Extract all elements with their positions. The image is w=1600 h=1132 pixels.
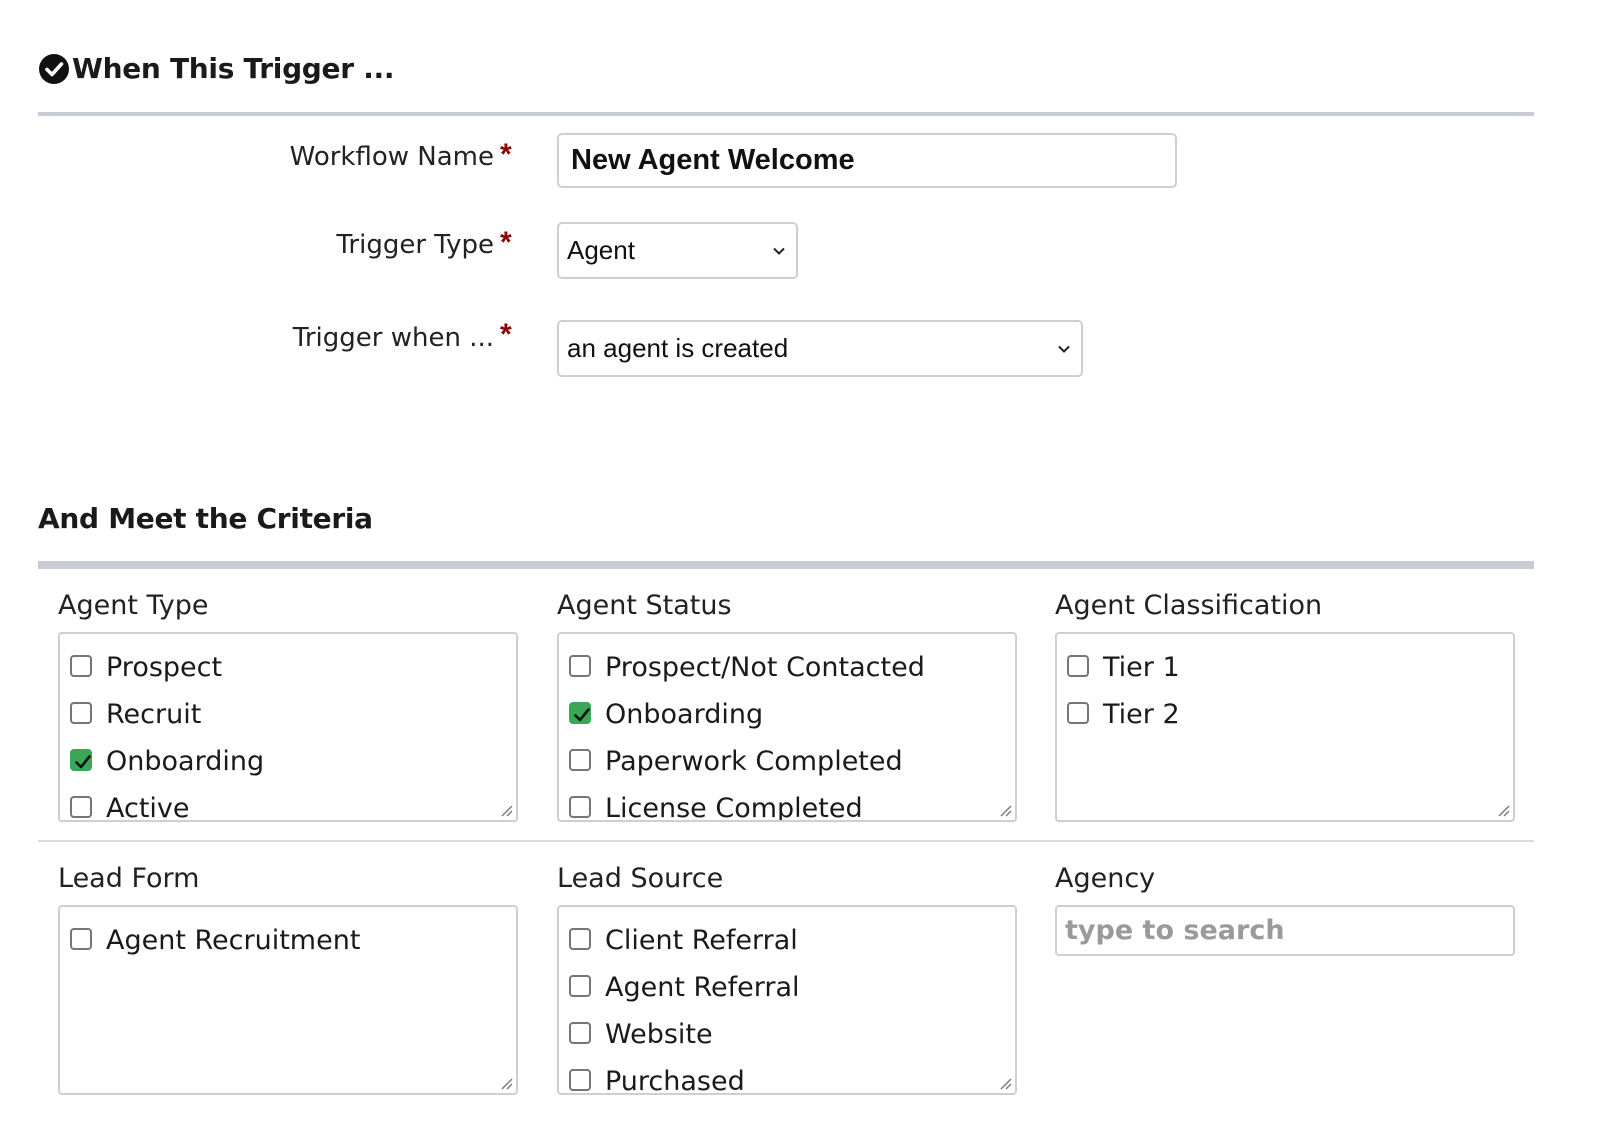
checkbox[interactable] xyxy=(569,795,591,818)
option-label: Onboarding xyxy=(106,746,265,777)
trigger-section-title-text: When This Trigger ... xyxy=(72,52,395,85)
trigger-type-label: Trigger Type xyxy=(336,230,494,260)
option-label: License Completed xyxy=(605,793,863,822)
option-label: Agent Recruitment xyxy=(106,925,361,956)
lead-form-listbox[interactable]: Agent Recruitment xyxy=(58,905,518,1095)
workflow-name-value: New Agent Welcome xyxy=(571,144,855,176)
required-marker: * xyxy=(500,138,512,171)
checkbox[interactable] xyxy=(569,654,591,677)
lead-source-option[interactable]: Agent Referral xyxy=(569,972,800,1003)
workflow-name-label: Workflow Name xyxy=(289,142,494,172)
option-label: Active xyxy=(106,793,190,822)
resize-grip-icon[interactable] xyxy=(998,803,1012,817)
agent-classification-label: Agent Classification xyxy=(1055,590,1323,621)
checkbox[interactable] xyxy=(569,1021,591,1044)
trigger-type-value: Agent xyxy=(567,235,635,265)
chevron-down-icon xyxy=(773,247,785,255)
checkbox[interactable] xyxy=(569,974,591,997)
agent-status-option[interactable]: Paperwork Completed xyxy=(569,746,903,777)
workflow-name-input[interactable]: New Agent Welcome xyxy=(557,133,1177,188)
criteria-section-divider xyxy=(38,561,1534,569)
option-label: Agent Referral xyxy=(605,972,800,1003)
agent-classification-option[interactable]: Tier 1 xyxy=(1067,652,1180,683)
checkbox[interactable] xyxy=(70,654,92,677)
agency-label: Agency xyxy=(1055,863,1156,894)
checkbox-checked[interactable] xyxy=(569,701,591,724)
agent-status-listbox[interactable]: Prospect/Not Contacted Onboarding Paperw… xyxy=(557,632,1017,822)
checkmark-icon xyxy=(75,754,91,768)
resize-grip-icon[interactable] xyxy=(499,1076,513,1090)
checkbox[interactable] xyxy=(70,795,92,818)
lead-form-label: Lead Form xyxy=(58,863,200,894)
option-label: Website xyxy=(605,1019,713,1050)
agency-search-input[interactable]: type to search xyxy=(1055,905,1515,956)
checkmark-icon xyxy=(574,707,590,721)
check-circle-icon xyxy=(39,53,69,84)
option-label: Paperwork Completed xyxy=(605,746,903,777)
checkbox[interactable] xyxy=(1067,701,1089,724)
option-label: Purchased xyxy=(605,1066,745,1095)
agent-type-option[interactable]: Active xyxy=(70,793,190,822)
checkbox[interactable] xyxy=(1067,654,1089,677)
lead-source-listbox[interactable]: Client Referral Agent Referral Website P… xyxy=(557,905,1017,1095)
trigger-when-select[interactable]: an agent is created xyxy=(557,320,1083,377)
resize-grip-icon[interactable] xyxy=(998,1076,1012,1090)
criteria-section-title: And Meet the Criteria xyxy=(38,502,373,535)
required-marker: * xyxy=(500,226,512,259)
agent-type-listbox[interactable]: Prospect Recruit Onboarding Active xyxy=(58,632,518,822)
checkbox[interactable] xyxy=(569,927,591,950)
agent-type-option[interactable]: Onboarding xyxy=(70,746,264,777)
checkbox[interactable] xyxy=(70,927,92,950)
option-label: Recruit xyxy=(106,699,202,730)
checkbox[interactable] xyxy=(569,1068,591,1091)
checkbox[interactable] xyxy=(569,748,591,771)
trigger-type-select[interactable]: Agent xyxy=(557,222,798,279)
trigger-section-divider xyxy=(38,112,1534,116)
agent-type-option[interactable]: Recruit xyxy=(70,699,201,730)
lead-form-option[interactable]: Agent Recruitment xyxy=(70,925,360,956)
option-label: Client Referral xyxy=(605,925,798,956)
lead-source-option[interactable]: Client Referral xyxy=(569,925,798,956)
required-marker: * xyxy=(500,318,512,351)
chevron-down-icon xyxy=(1058,345,1070,353)
option-label: Tier 2 xyxy=(1103,699,1180,730)
resize-grip-icon[interactable] xyxy=(499,803,513,817)
option-label: Onboarding xyxy=(605,699,764,730)
agent-type-label: Agent Type xyxy=(58,590,209,621)
agent-classification-listbox[interactable]: Tier 1 Tier 2 xyxy=(1055,632,1515,822)
trigger-when-value: an agent is created xyxy=(567,333,789,363)
agent-status-option[interactable]: Prospect/Not Contacted xyxy=(569,652,925,683)
option-label: Tier 1 xyxy=(1103,652,1180,683)
lead-source-option[interactable]: Purchased xyxy=(569,1066,745,1095)
lead-source-label: Lead Source xyxy=(557,863,724,894)
agent-status-label: Agent Status xyxy=(557,590,732,621)
trigger-when-label: Trigger when ... xyxy=(292,323,494,353)
option-label: Prospect/Not Contacted xyxy=(605,652,925,683)
checkbox[interactable] xyxy=(70,701,92,724)
criteria-row-divider xyxy=(38,840,1534,842)
option-label: Prospect xyxy=(106,652,223,683)
trigger-section-title: When This Trigger ... xyxy=(38,52,395,85)
lead-source-option[interactable]: Website xyxy=(569,1019,713,1050)
agent-classification-option[interactable]: Tier 2 xyxy=(1067,699,1180,730)
resize-grip-icon[interactable] xyxy=(1496,803,1510,817)
agency-search-placeholder: type to search xyxy=(1065,915,1285,946)
agent-type-option[interactable]: Prospect xyxy=(70,652,222,683)
agent-status-option[interactable]: Onboarding xyxy=(569,699,763,730)
agent-status-option[interactable]: License Completed xyxy=(569,793,863,822)
checkbox-checked[interactable] xyxy=(70,748,92,771)
